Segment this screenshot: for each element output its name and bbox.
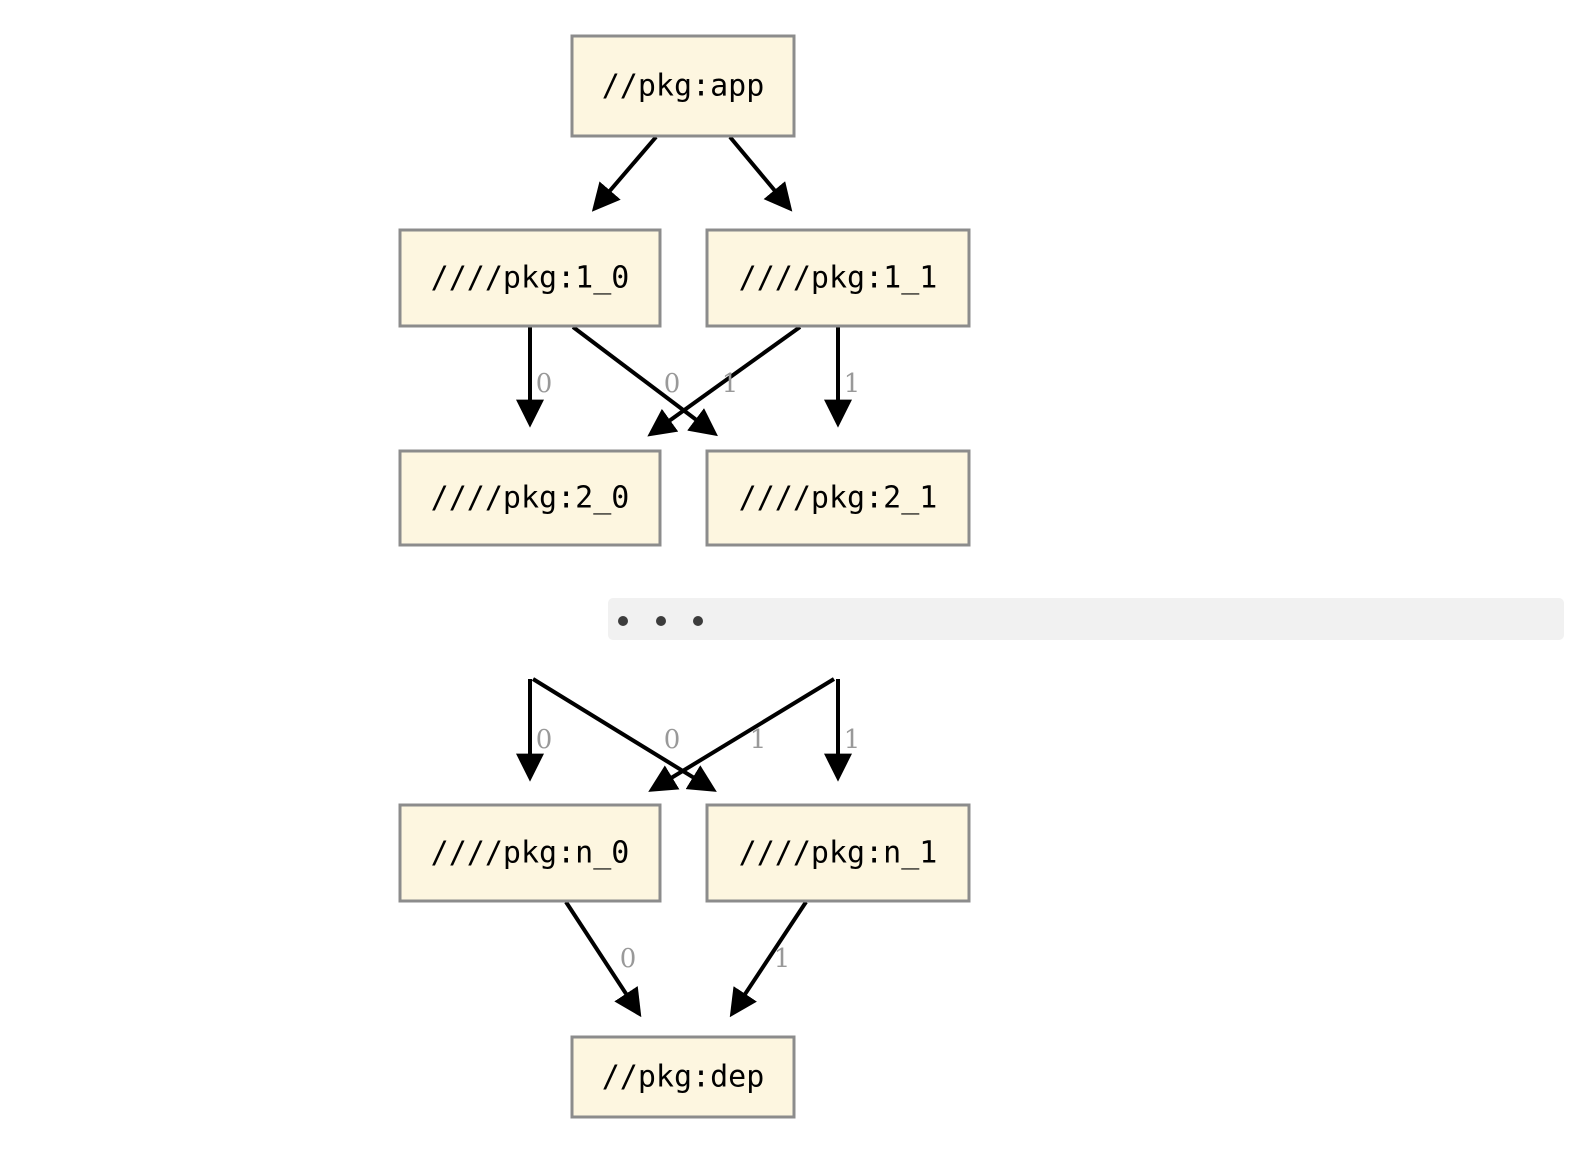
node-box[interactable]: [705, 803, 971, 903]
node-label: ////pkg:2_0: [431, 481, 630, 516]
graph-edge: 1: [824, 679, 861, 782]
ellipsis-dot-1: [656, 616, 666, 626]
graph-edge: 0: [564, 900, 642, 1018]
graph-edge: [728, 135, 793, 212]
edge-label: 1: [750, 725, 767, 755]
graph-node[interactable]: ////pkg:2_0: [398, 449, 662, 547]
node-box[interactable]: [570, 1035, 796, 1119]
node-label: ////pkg:n_0: [431, 836, 630, 871]
edge-line: [591, 135, 658, 212]
ellipsis-band: [608, 598, 1564, 640]
graph-edge: 1: [648, 677, 836, 792]
node-box[interactable]: [398, 228, 662, 328]
edge-line: [647, 325, 802, 437]
edge-label: 1: [722, 369, 739, 399]
graph-edge: [591, 135, 658, 212]
node-box[interactable]: [705, 449, 971, 547]
graph-edge: 0: [531, 677, 717, 792]
ellipsis-dot-2: [693, 616, 703, 626]
nodes-layer: //pkg:app ////pkg:1_0 ////pkg:1_1 ////pkg:2…: [398, 34, 971, 1119]
graph-edge: 0: [516, 679, 553, 782]
graph-node[interactable]: ////pkg:2_1: [705, 449, 971, 547]
edge-line: [729, 900, 808, 1018]
graph-node[interactable]: //pkg:dep: [570, 1035, 796, 1119]
node-box[interactable]: [570, 34, 796, 138]
node-label: ////pkg:1_1: [739, 261, 938, 296]
edge-line: [531, 677, 717, 792]
edge-line: [728, 135, 793, 212]
edges-layer: 0 0 1 1 0 0 1 1 0 1: [516, 135, 861, 1018]
edge-line: [648, 677, 836, 792]
graph-node[interactable]: ////pkg:n_0: [398, 803, 662, 903]
graph-node[interactable]: ////pkg:1_0: [398, 228, 662, 328]
node-label: //pkg:app: [602, 69, 765, 104]
ellipsis-separator: [608, 598, 1564, 640]
graph-edge: 1: [824, 327, 861, 428]
graph-edge: 1: [729, 900, 808, 1018]
edge-label: 0: [664, 369, 681, 399]
edge-label: 0: [664, 725, 681, 755]
edge-label: 0: [536, 369, 553, 399]
edge-line: [571, 325, 718, 437]
edge-label: 0: [620, 944, 637, 974]
node-box[interactable]: [398, 803, 662, 903]
edge-line: [564, 900, 642, 1018]
graph-edge: 0: [571, 325, 718, 437]
node-label: ////pkg:1_0: [431, 261, 630, 296]
ellipsis-dots: [618, 616, 703, 626]
ellipsis-dot-0: [618, 616, 628, 626]
graph-node[interactable]: ////pkg:n_1: [705, 803, 971, 903]
graph-node[interactable]: ////pkg:1_1: [705, 228, 971, 328]
graph-node[interactable]: //pkg:app: [570, 34, 796, 138]
node-box[interactable]: [705, 228, 971, 328]
node-label: ////pkg:2_1: [739, 481, 938, 516]
node-label: ////pkg:n_1: [739, 836, 938, 871]
node-label: //pkg:dep: [602, 1060, 765, 1095]
node-box[interactable]: [398, 449, 662, 547]
graph-edge: 0: [516, 327, 553, 428]
edge-label: 1: [844, 369, 861, 399]
graph-edge: 1: [647, 325, 802, 437]
edge-label: 0: [536, 725, 553, 755]
edge-label: 1: [844, 725, 861, 755]
edge-label: 1: [774, 944, 791, 974]
